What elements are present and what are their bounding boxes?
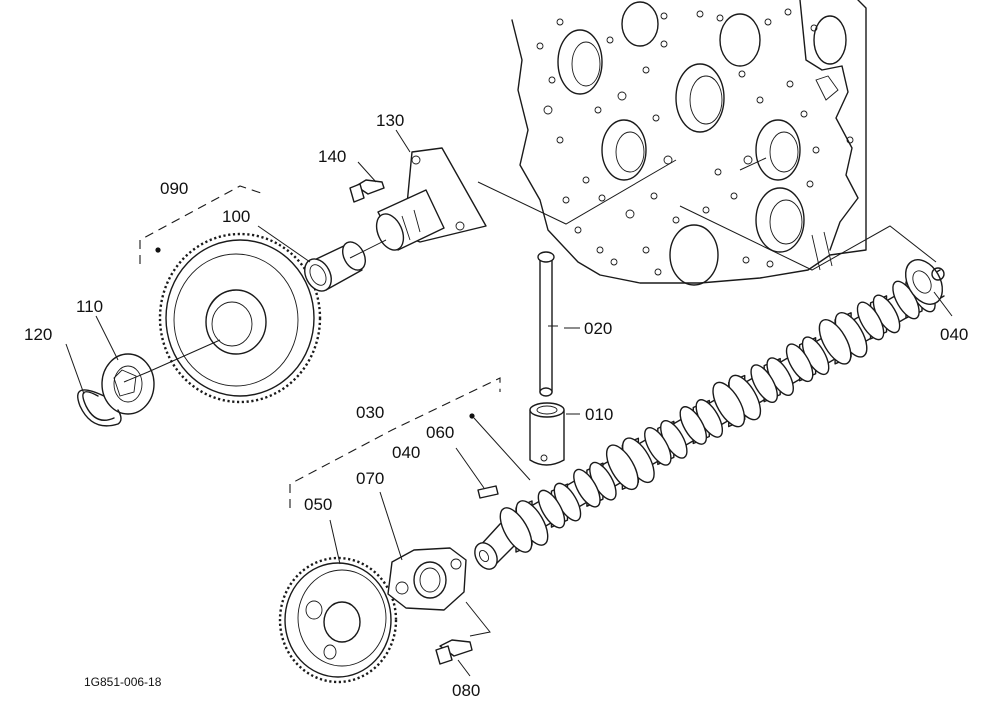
camshaft-lobe-front [818,319,852,365]
callout-120: 120 [24,325,52,344]
camshaft-lobe-front [537,489,566,529]
camshaft-lobe-front [712,381,746,428]
camshaft-lobe-front [750,364,778,403]
camshaft-lobe-front [573,468,601,508]
callout-010: 010 [585,405,613,424]
idler-bolt [349,179,385,203]
idler-shaft [375,147,487,251]
callout-040-front: 040 [392,443,420,462]
callout-130: 130 [376,111,404,130]
callout-080: 080 [452,681,480,700]
camshaft-lobe-front [785,343,814,383]
drawing-code: 1G851-006-18 [84,675,162,689]
camshaft-lobe-front [856,301,885,341]
callout-020: 020 [584,319,612,338]
circlip [77,389,122,427]
camshaft-gear [278,556,398,684]
callout-labels: 010 020 030 040 040 050 060 070 080 090 … [24,111,968,700]
idler-gear [158,232,322,404]
woodruff-key [477,485,499,499]
group-bracket-090 [139,185,265,264]
callout-140: 140 [318,147,346,166]
callout-040-camshaft-end: 040 [940,325,968,344]
thrust-plate [387,547,467,611]
callout-050: 050 [304,495,332,514]
callout-090: 090 [160,179,188,198]
push-rod [537,251,555,397]
thrust-plate-bolt [435,639,473,665]
engine-block [477,0,937,286]
camshaft-lobe-front [644,427,672,466]
callout-030: 030 [356,403,384,422]
thrust-washer [101,353,155,415]
camshaft-lobe-front [499,507,533,553]
camshaft-lobe-front [605,444,639,491]
idler-bushing [304,241,366,292]
camshaft-lobe-front [679,406,708,445]
leader-lines [65,129,953,677]
callout-070: 070 [356,469,384,488]
callout-060: 060 [426,423,454,442]
group-bracket-030 [289,377,501,508]
callout-100: 100 [222,207,250,226]
tappet [529,402,565,466]
callout-110: 110 [76,297,103,316]
